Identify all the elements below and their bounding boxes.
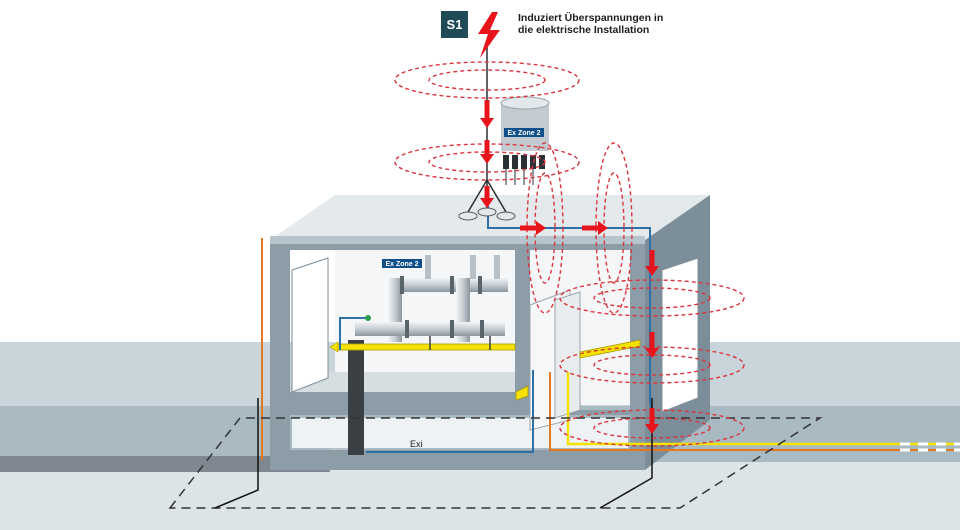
right-door [661, 257, 699, 413]
current-flow-arrow-icon [480, 140, 494, 164]
ground-lower-layer [0, 462, 960, 530]
pipe-valve-3 [494, 255, 500, 279]
room-floor [290, 372, 515, 392]
current-flow-arrow-icon [480, 100, 494, 128]
caption-line-2: die elektrische Installation [518, 24, 649, 36]
pipe-valve-2 [470, 255, 476, 279]
current-flow-arrow-icon [645, 408, 659, 434]
tank-zone-label: Ex Zone 2 [507, 130, 540, 137]
tank-zone-label-bg [504, 128, 544, 137]
equipotential-bar [334, 343, 516, 351]
current-flow-arrows [480, 100, 659, 434]
cable-yellow [566, 372, 960, 446]
caption-line-1: Induziert Überspannungen in [518, 11, 663, 24]
earth-lead-left [214, 398, 259, 509]
earth-ring [168, 417, 823, 509]
cable-orange [549, 372, 960, 451]
current-flow-arrow-icon [645, 250, 659, 276]
current-flow-arrow-icon [520, 221, 546, 235]
exi-label: Exi [410, 439, 423, 449]
room-zone-label: Ex Zone 2 [385, 261, 418, 268]
tank-body [501, 103, 549, 151]
cable-blue-roof [487, 205, 653, 416]
lightning-bolt-icon [478, 12, 500, 58]
cabinet-side [554, 291, 581, 419]
s1-badge [441, 11, 468, 38]
pipe-bottom [355, 322, 505, 336]
s1-badge-text: S1 [447, 17, 463, 32]
current-flow-arrow-icon [645, 332, 659, 358]
roof-edge [270, 236, 645, 244]
room-zone-label-bg [382, 259, 422, 268]
tank-lid [500, 96, 550, 110]
cable-blue-exi [366, 370, 534, 453]
incoming-pipe [0, 456, 330, 472]
current-flow-arrow-icon [582, 221, 608, 235]
downpipe [348, 340, 364, 455]
left-door [291, 257, 329, 393]
pipe-valve-1 [425, 255, 431, 279]
cable-blue-room [339, 317, 368, 350]
current-flow-arrow-icon [480, 186, 494, 208]
pipe-top [388, 278, 508, 292]
